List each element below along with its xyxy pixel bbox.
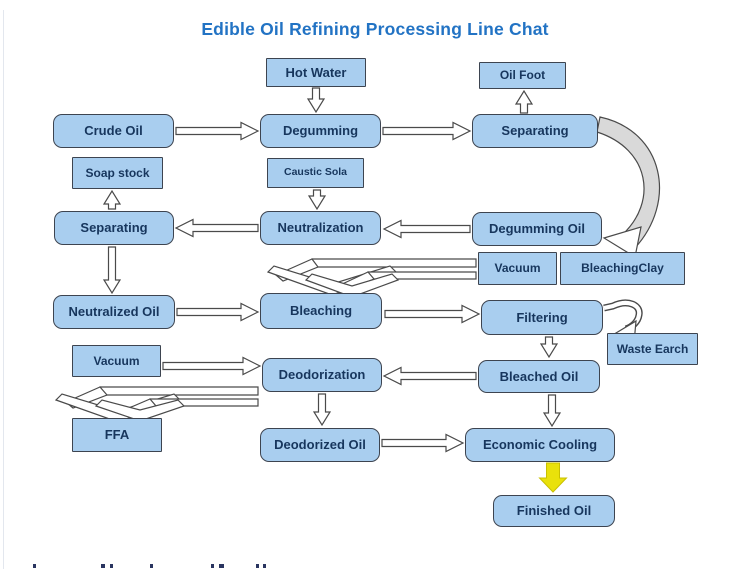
arrow-deodorization-to-deodorized_oil	[312, 393, 332, 427]
node-caustic-sola: Caustic Sola	[267, 158, 364, 188]
arrow-separating_1-to-degumming_oil	[596, 116, 661, 250]
node-label: Vacuum	[494, 261, 541, 276]
arrow-separating_1-to-oil_foot	[514, 89, 534, 114]
node-label: FFA	[104, 427, 130, 443]
arrow-separating_1-to-degumming_oil	[602, 226, 642, 258]
page-left-border	[3, 10, 4, 569]
arrow-economic_cooling-to-finished_oil	[538, 462, 568, 493]
node-label: Crude Oil	[84, 123, 143, 139]
node-finished-oil: Finished Oil	[493, 495, 615, 527]
arrow-separating_2-to-soap_stock	[102, 189, 122, 210]
node-hot-water: Hot Water	[266, 58, 366, 87]
chart-title: Edible Oil Refining Processing Line Chat	[201, 19, 549, 39]
node-vacuum-left: Vacuum	[72, 345, 161, 377]
arrow-separating_2-to-neutralized_oil	[102, 246, 122, 295]
node-label: Oil Foot	[499, 68, 546, 83]
node-degumming: Degumming	[260, 114, 381, 148]
arrow-deodorization-to-ffa	[99, 386, 259, 396]
node-vacuum-right: Vacuum	[478, 252, 557, 285]
node-waste-earch: Waste Earch	[607, 333, 698, 365]
node-ffa: FFA	[72, 418, 162, 452]
node-label: BleachingClay	[581, 261, 664, 276]
node-label: Neutralization	[277, 220, 364, 236]
node-label: Economic Cooling	[482, 437, 598, 453]
arrow-neutralized_oil-to-bleaching	[176, 302, 260, 322]
node-label: Bleaching	[289, 303, 353, 319]
node-label: Deodorization	[278, 367, 366, 383]
node-label: Neutralized Oil	[68, 304, 160, 320]
arrow-hot_water-to-degumming	[306, 87, 326, 114]
arrow-neutralization-to-separating_2	[174, 218, 259, 238]
node-crude-oil: Crude Oil	[53, 114, 174, 148]
node-label: Degumming	[282, 123, 359, 139]
arrow-bleached_oil-to-deodorization	[382, 366, 477, 386]
arrow-bleached_oil-to-economic_cooling	[542, 394, 562, 428]
node-label: Separating	[501, 123, 569, 139]
node-oil-foot: Oil Foot	[479, 62, 566, 89]
node-bleached-oil: Bleached Oil	[478, 360, 600, 393]
node-degumming-oil: Degumming Oil	[472, 212, 602, 246]
arrow-deodorized_oil-to-economic_cooling	[381, 433, 465, 453]
node-separating-top: Separating	[472, 114, 598, 148]
node-deodorization: Deodorization	[262, 358, 382, 392]
node-label: Bleached Oil	[499, 368, 579, 384]
arrow-vacuum_1-to-bleaching	[311, 258, 477, 268]
arrow-degumming_oil-to-neutralization	[382, 219, 471, 239]
node-label: Finished Oil	[516, 503, 592, 519]
node-economic-cooling: Economic Cooling	[465, 428, 615, 462]
node-label: Deodorized Oil	[274, 437, 366, 453]
arrow-crude_oil-to-degumming	[175, 121, 260, 141]
node-label: Soap stock	[85, 165, 150, 180]
arrow-vacuum_2-to-deodorization	[162, 356, 262, 376]
arrow-filtering-to-bleached_oil	[539, 336, 559, 359]
node-deodorized-oil: Deodorized Oil	[260, 428, 380, 462]
node-label: Degumming Oil	[488, 221, 586, 237]
node-label: Caustic Sola	[283, 166, 348, 179]
node-neutralization: Neutralization	[260, 211, 381, 245]
node-bleaching-clay: BleachingClay	[560, 252, 685, 285]
node-neutralized-oil: Neutralized Oil	[53, 295, 175, 329]
node-separating-left: Separating	[54, 211, 174, 245]
arrow-degumming-to-separating_1	[382, 121, 472, 141]
node-label: Hot Water	[285, 64, 347, 80]
node-filtering: Filtering	[481, 300, 603, 335]
node-soap-stock: Soap stock	[72, 157, 163, 189]
node-label: Separating	[80, 220, 148, 236]
node-label: Filtering	[516, 309, 568, 325]
arrow-bleaching-to-filtering	[384, 304, 481, 324]
node-bleaching: Bleaching	[260, 293, 382, 329]
node-label: Vacuum	[93, 353, 140, 368]
arrow-caustic_sola-to-neutralization	[307, 189, 327, 211]
node-label: Waste Earch	[616, 341, 689, 356]
